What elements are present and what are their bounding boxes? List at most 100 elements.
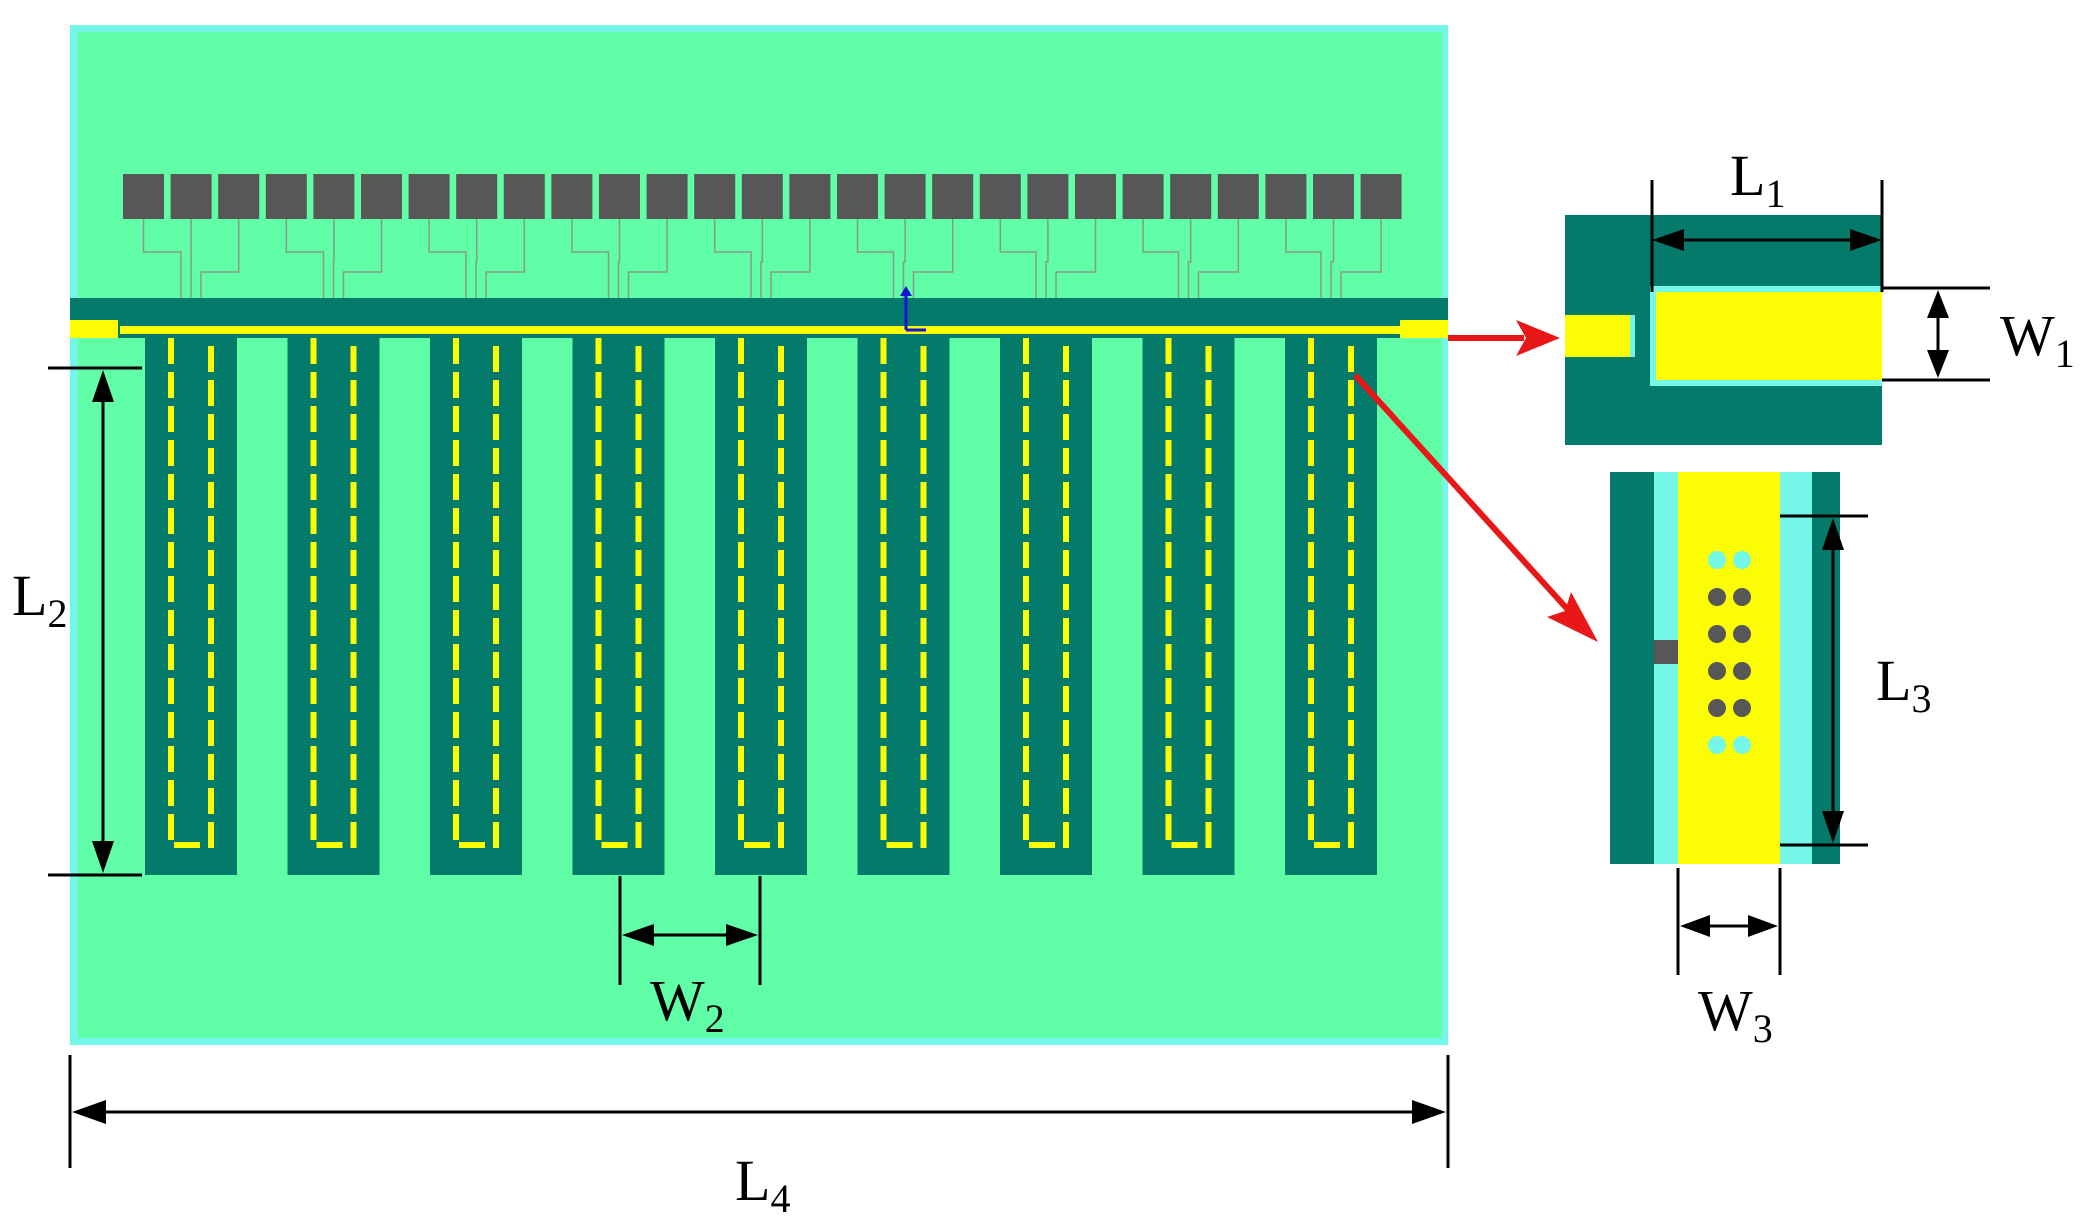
bias-pad: [1265, 174, 1307, 219]
via: [1708, 699, 1726, 717]
via: [1708, 736, 1726, 754]
inset-bottom-pad: [1654, 640, 1678, 664]
finger: [857, 338, 950, 875]
finger-ground: [1000, 338, 1092, 875]
bias-wire: [1197, 219, 1240, 298]
dim-L4: [68, 1055, 1450, 1168]
bias-wire: [770, 219, 811, 298]
bias-wire: [142, 219, 182, 298]
dim-L3: [1780, 514, 1868, 847]
bias-pad: [361, 174, 402, 219]
bias-pad: [551, 174, 593, 219]
bias-pad: [1075, 174, 1116, 219]
bias-wire-array: [142, 219, 1382, 298]
label-L3: L3: [1876, 648, 1931, 721]
finger-ground: [430, 338, 522, 875]
bias-wire: [475, 219, 478, 298]
finger-ground: [287, 338, 380, 875]
bias-wire: [200, 219, 240, 298]
dim-L1: [1650, 180, 1884, 292]
bias-pad: [123, 174, 164, 219]
finger: [572, 338, 665, 875]
feed-strip: [120, 326, 1400, 334]
bias-pad: [1170, 174, 1212, 219]
finger-strip: [168, 338, 214, 848]
finger: [715, 338, 807, 875]
inset-top: [1565, 215, 1882, 445]
label-W2: W2: [650, 968, 725, 1041]
bias-pad: [408, 174, 450, 219]
axis-marker: [900, 286, 926, 332]
bias-pad: [884, 174, 926, 219]
bias-pad: [979, 174, 1021, 219]
finger: [1142, 338, 1235, 875]
via: [1708, 551, 1726, 569]
via: [1708, 588, 1726, 606]
finger-strip: [1023, 338, 1069, 848]
inset-top-narrow-strip: [1565, 315, 1630, 357]
dimension-lines: [48, 180, 1990, 1168]
label-W1: W1: [2000, 303, 2075, 376]
finger-ground: [1285, 338, 1377, 875]
via: [1733, 662, 1751, 680]
finger-ground: [145, 338, 237, 875]
dim-L2: [48, 366, 142, 877]
dimension-labels: L1 W1 L2 L3 W2 W3 L4: [12, 143, 2075, 1221]
finger-array: [70, 298, 1448, 875]
finger-strip: [453, 338, 499, 848]
bias-pad: [741, 174, 783, 219]
bias-wire: [1045, 219, 1049, 298]
bias-pad: [265, 174, 307, 219]
bias-pad: [646, 174, 688, 219]
via: [1733, 551, 1751, 569]
bias-wire: [571, 219, 610, 298]
bias-wire: [760, 219, 764, 298]
bias-pad: [218, 174, 260, 219]
label-L2: L2: [12, 563, 67, 636]
port-right: [1400, 320, 1448, 338]
finger-strip: [1165, 338, 1212, 848]
finger-ground: [1142, 338, 1235, 875]
bias-pad: [837, 174, 878, 219]
inset-bottom-ground-left: [1610, 472, 1654, 864]
finger-ground: [572, 338, 665, 875]
bias-wire: [902, 219, 906, 298]
bias-wire: [627, 219, 668, 298]
inset-bottom: [1610, 472, 1840, 864]
via: [1733, 736, 1751, 754]
finger-strip: [595, 338, 642, 848]
bias-wire: [1285, 219, 1322, 298]
bias-pad: [932, 174, 974, 219]
main-board: [70, 25, 1448, 1045]
bias-pad: [313, 174, 355, 219]
bias-wire: [912, 219, 954, 298]
bias-wire: [342, 219, 383, 298]
bias-wire: [285, 219, 325, 298]
finger: [1000, 338, 1092, 875]
bias-wire: [856, 219, 895, 298]
arrow-to-bottom-inset: [1352, 372, 1573, 615]
bias-wire: [1340, 219, 1382, 298]
bias-pad: [170, 174, 212, 219]
dim-W3: [1676, 868, 1782, 975]
finger: [145, 338, 237, 875]
inset-top-wide-strip: [1656, 292, 1882, 380]
bias-wire: [1055, 219, 1097, 298]
via: [1708, 625, 1726, 643]
bias-pad: [503, 174, 545, 219]
finger: [287, 338, 380, 875]
bias-pad: [694, 174, 736, 219]
bias-pad: [1360, 174, 1402, 219]
bias-wire: [1330, 219, 1335, 298]
bias-pad: [599, 174, 640, 219]
bias-pad: [456, 174, 498, 219]
finger: [1285, 338, 1377, 875]
bias-pad: [1027, 174, 1069, 219]
port-left: [70, 320, 118, 338]
bias-pad: [1217, 174, 1259, 219]
finger-strip: [738, 338, 784, 848]
finger-strip: [880, 338, 927, 848]
finger-strip: [1308, 338, 1354, 848]
